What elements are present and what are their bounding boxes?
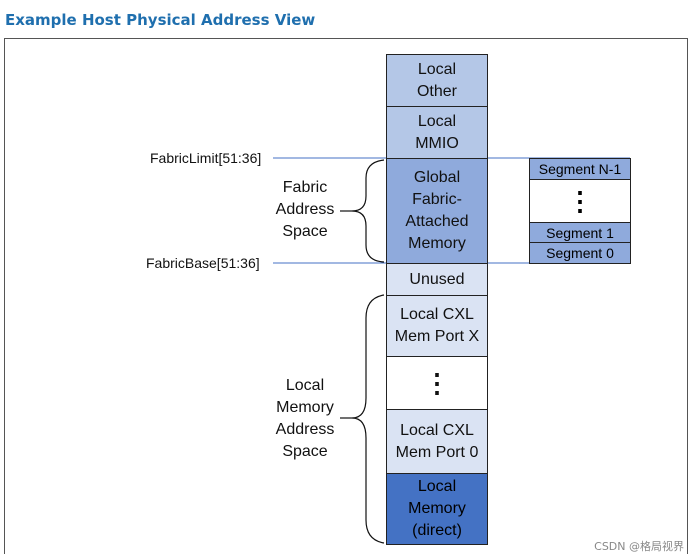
block-local-cxl-port-x: Local CXL Mem Port X: [386, 295, 488, 357]
block-local-other: Local Other: [386, 54, 488, 107]
block-ellipsis: ⋮: [386, 356, 488, 410]
page-title: Example Host Physical Address View: [5, 11, 316, 29]
fabric-address-space-label: Fabric Address Space: [275, 179, 335, 240]
local-memory-address-space-label: Local Memory Address Space: [275, 377, 335, 460]
segment-0: Segment 0: [529, 242, 631, 264]
block-local-cxl-port-0: Local CXL Mem Port 0: [386, 409, 488, 474]
segment-n-minus-1: Segment N-1: [529, 158, 631, 180]
fabric-limit-label: FabricLimit[51:36]: [150, 150, 262, 166]
block-local-memory-direct: Local Memory (direct): [386, 473, 488, 545]
block-unused: Unused: [386, 263, 488, 296]
diagram-frame: [4, 38, 688, 554]
block-local-mmio: Local MMIO: [386, 106, 488, 159]
block-global-fabric-memory: Global Fabric- Attached Memory: [386, 158, 488, 264]
local-brace: [351, 294, 385, 544]
fabric-brace: [351, 159, 385, 263]
fabric-base-label: FabricBase[51:36]: [146, 255, 260, 271]
segment-ellipsis: ⋮: [529, 179, 631, 223]
watermark: CSDN @格局视界: [594, 540, 684, 553]
segment-1: Segment 1: [529, 222, 631, 243]
